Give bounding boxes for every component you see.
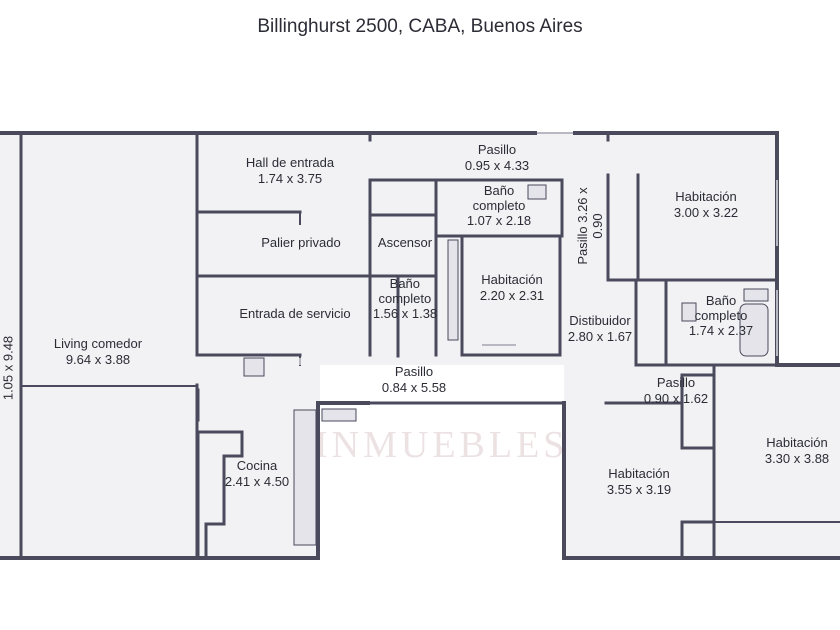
- room-name: Living comedor: [53, 336, 143, 351]
- room-name: Palier privado: [261, 235, 341, 250]
- room-cocina: Cocina 2.41 x 4.50: [225, 458, 289, 490]
- room-living: Living comedor 9.64 x 3.88: [54, 336, 142, 368]
- room-habitacion-1: Habitación 3.00 x 3.22: [674, 189, 738, 221]
- room-palier: Palier privado: [261, 235, 341, 251]
- room-ascensor: Ascensor: [378, 235, 432, 251]
- plan-title: Billinghurst 2500, CABA, Buenos Aires: [257, 16, 583, 37]
- room-dims: 3.30 x 3.88: [764, 451, 830, 466]
- room-bano-2: Baño completo 1.56 x 1.38: [373, 276, 437, 321]
- room-dims: 2.41 x 4.50: [224, 474, 290, 489]
- room-dims: 2.80 x 1.67: [567, 329, 633, 344]
- living-side-dims: 1.05 x 9.48: [0, 335, 16, 401]
- room-name: Cocina: [236, 458, 278, 473]
- room-habitacion-2: Habitación 2.20 x 2.31: [480, 272, 544, 304]
- room-dims: 0.84 x 5.58: [381, 380, 447, 395]
- room-dims: 0.95 x 4.33: [464, 158, 530, 173]
- room-name: Hall de entrada: [245, 155, 335, 170]
- room-entrada-servicio: Entrada de servicio: [239, 306, 350, 322]
- room-name: Baño completo: [472, 183, 526, 213]
- room-dims: 0.90 x 1.62: [643, 391, 709, 406]
- room-name: Ascensor: [377, 235, 433, 250]
- room-habitacion-4: Habitación 3.30 x 3.88: [765, 435, 829, 467]
- room-pasillo-vertical: Pasillo 3.26 x 0.90: [575, 187, 605, 265]
- room-bano-1: Baño completo 1.07 x 2.18: [463, 183, 535, 228]
- room-name: Habitación: [675, 189, 737, 204]
- room-name: Pasillo: [394, 364, 434, 379]
- walls: [0, 131, 840, 560]
- room-name: Baño completo: [378, 276, 432, 306]
- room-bano-3: Baño completo 1.74 x 2.37: [688, 293, 754, 338]
- windows: [299, 132, 778, 365]
- room-pasillo-small: Pasillo 0.90 x 1.62: [644, 375, 708, 407]
- room-dims: 9.64 x 3.88: [65, 352, 131, 367]
- room-pasillo-top: Pasillo 0.95 x 4.33: [465, 142, 529, 174]
- room-name: Habitación: [608, 466, 670, 481]
- room-name: Baño completo: [694, 293, 748, 323]
- room-habitacion-3: Habitación 3.55 x 3.19: [607, 466, 671, 498]
- room-dims: 3.55 x 3.19: [606, 482, 672, 497]
- room-dims: 3.00 x 3.22: [673, 205, 739, 220]
- room-dims: 1.07 x 2.18: [466, 213, 532, 228]
- room-name: Distibuidor: [569, 313, 631, 328]
- room-dims: 2.20 x 2.31: [479, 288, 545, 303]
- floor-fills: [0, 133, 840, 558]
- room-pasillo-main: Pasillo 0.84 x 5.58: [382, 364, 446, 396]
- room-dims: 1.56 x 1.38: [372, 306, 438, 321]
- room-distribuidor: Distibuidor 2.80 x 1.67: [568, 313, 632, 345]
- room-dims: 1.74 x 2.37: [688, 323, 754, 338]
- room-dims: 1.74 x 3.75: [257, 171, 323, 186]
- room-name: Pasillo: [656, 375, 696, 390]
- room-name: Habitación: [481, 272, 543, 287]
- room-name: Entrada de servicio: [239, 306, 351, 321]
- room-hall: Hall de entrada 1.74 x 3.75: [246, 155, 334, 187]
- room-name: Pasillo: [477, 142, 517, 157]
- fixtures: [243, 184, 769, 546]
- room-name: Habitación: [766, 435, 828, 450]
